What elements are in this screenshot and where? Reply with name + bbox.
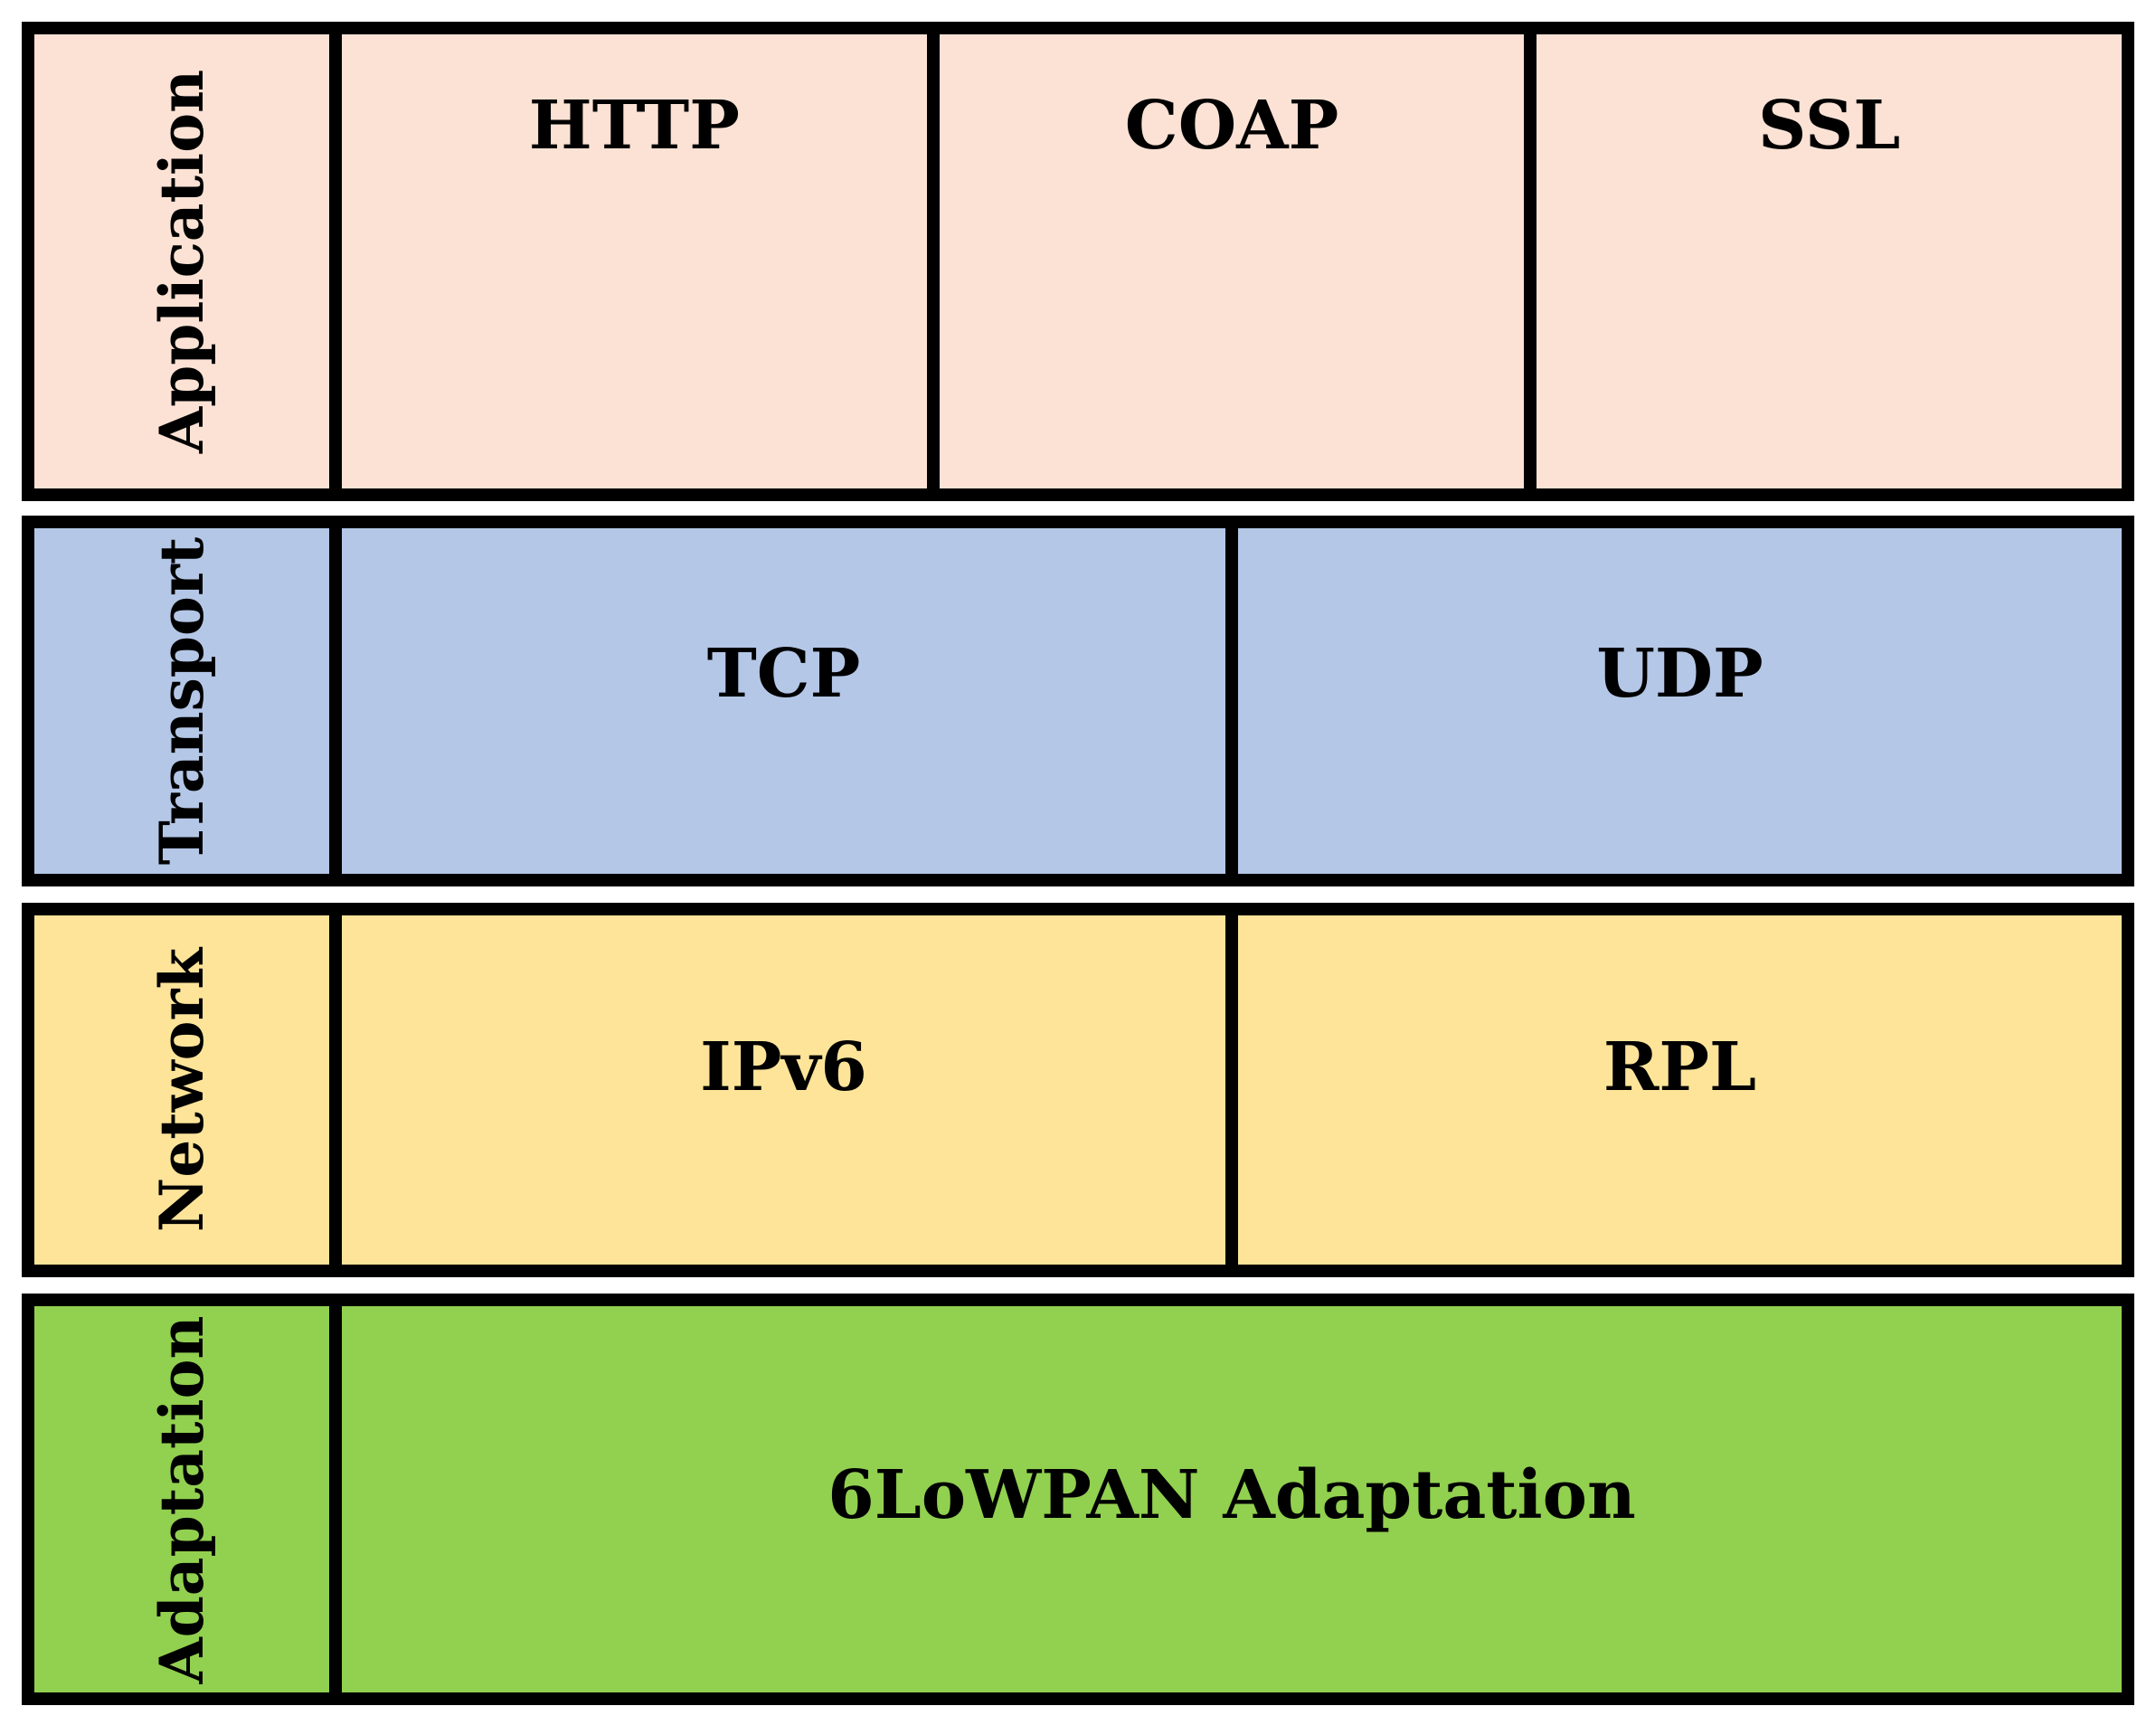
application-protocols: HTTP COAP SSL bbox=[342, 34, 2122, 488]
adaptation-layer: Adaptation 6LoWPAN Adaptation bbox=[22, 1294, 2134, 1705]
network-protocols: IPv6 RPL bbox=[342, 915, 2122, 1265]
network-layer-label: Network bbox=[34, 915, 342, 1265]
protocol-udp: UDP bbox=[1596, 635, 1764, 713]
protocol-6lowpan-adaptation: 6LoWPAN Adaptation bbox=[827, 1455, 1636, 1534]
transport-protocols: TCP UDP bbox=[342, 528, 2122, 874]
application-layer-label: Application bbox=[34, 34, 342, 488]
network-layer: Network IPv6 RPL bbox=[22, 903, 2134, 1277]
application-layer: Application HTTP COAP SSL bbox=[22, 22, 2134, 501]
application-layer-name: Application bbox=[147, 69, 217, 454]
protocol-ssl: SSL bbox=[1758, 87, 1901, 165]
transport-layer: Transport TCP UDP bbox=[22, 516, 2134, 886]
adaptation-layer-name: Adaptation bbox=[147, 1314, 217, 1684]
transport-layer-label: Transport bbox=[34, 528, 342, 874]
protocol-tcp: TCP bbox=[342, 528, 1238, 874]
network-layer-name: Network bbox=[147, 947, 217, 1233]
transport-layer-name: Transport bbox=[147, 536, 217, 866]
protocol-ipv6: IPv6 bbox=[342, 915, 1238, 1265]
protocol-coap: COAP bbox=[940, 34, 1537, 488]
protocol-rpl: RPL bbox=[1603, 1028, 1757, 1106]
adaptation-protocols: 6LoWPAN Adaptation bbox=[342, 1306, 2122, 1692]
protocol-http: HTTP bbox=[342, 34, 940, 488]
adaptation-layer-label: Adaptation bbox=[34, 1306, 342, 1692]
